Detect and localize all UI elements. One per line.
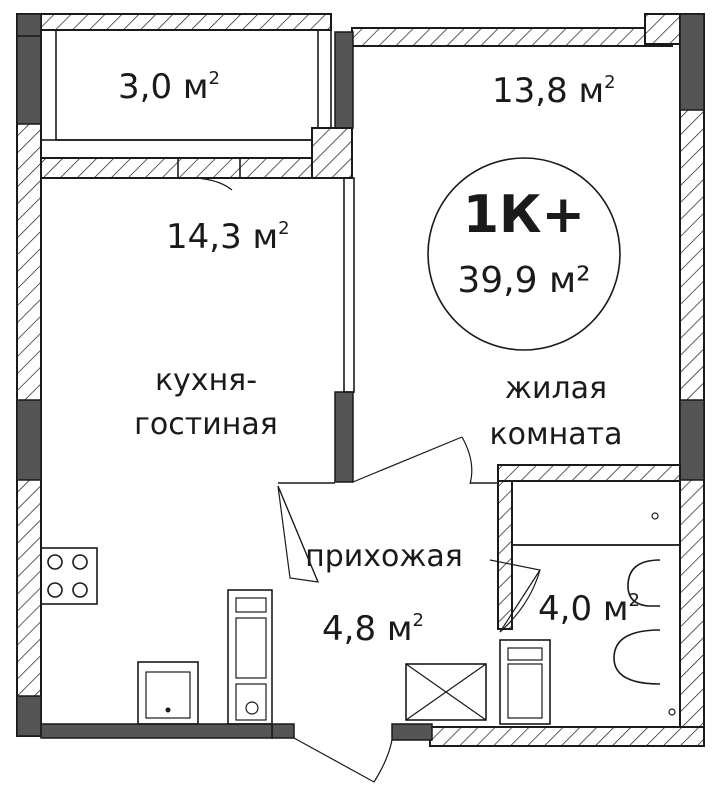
balcony-area: 3,0 м2	[118, 67, 220, 107]
kitchen-name-line2: гостиная	[134, 407, 278, 442]
washing-machine-icon	[499, 639, 551, 725]
living-name-line2: комната	[490, 417, 623, 452]
kitchen-name-line1: кухня-	[155, 363, 257, 398]
bathroom-area: 4,0 м2	[538, 589, 640, 629]
apartment-type: 1К+	[463, 185, 585, 245]
living-name-line1: жилая	[505, 371, 607, 406]
doors	[277, 436, 541, 783]
shaft-icon	[405, 663, 487, 721]
balcony-walls	[40, 29, 353, 191]
exterior-walls	[16, 13, 705, 747]
total-area: 39,9 м²	[457, 260, 590, 301]
hallway-name: прихожая	[305, 539, 463, 574]
bathtub-icon	[511, 480, 681, 546]
summary-badge: 1К+ 39,9 м²	[427, 157, 621, 351]
kitchen-area: 14,3 м2	[166, 217, 290, 257]
structural-columns	[16, 13, 705, 741]
interior-partitions	[278, 177, 681, 630]
toilet-icon	[613, 559, 676, 716]
wardrobe-icon	[227, 589, 273, 725]
living-area: 13,8 м2	[492, 71, 616, 111]
stove-icon	[40, 547, 98, 605]
sink-icon	[137, 661, 199, 725]
hallway-area: 4,8 м2	[322, 609, 424, 649]
